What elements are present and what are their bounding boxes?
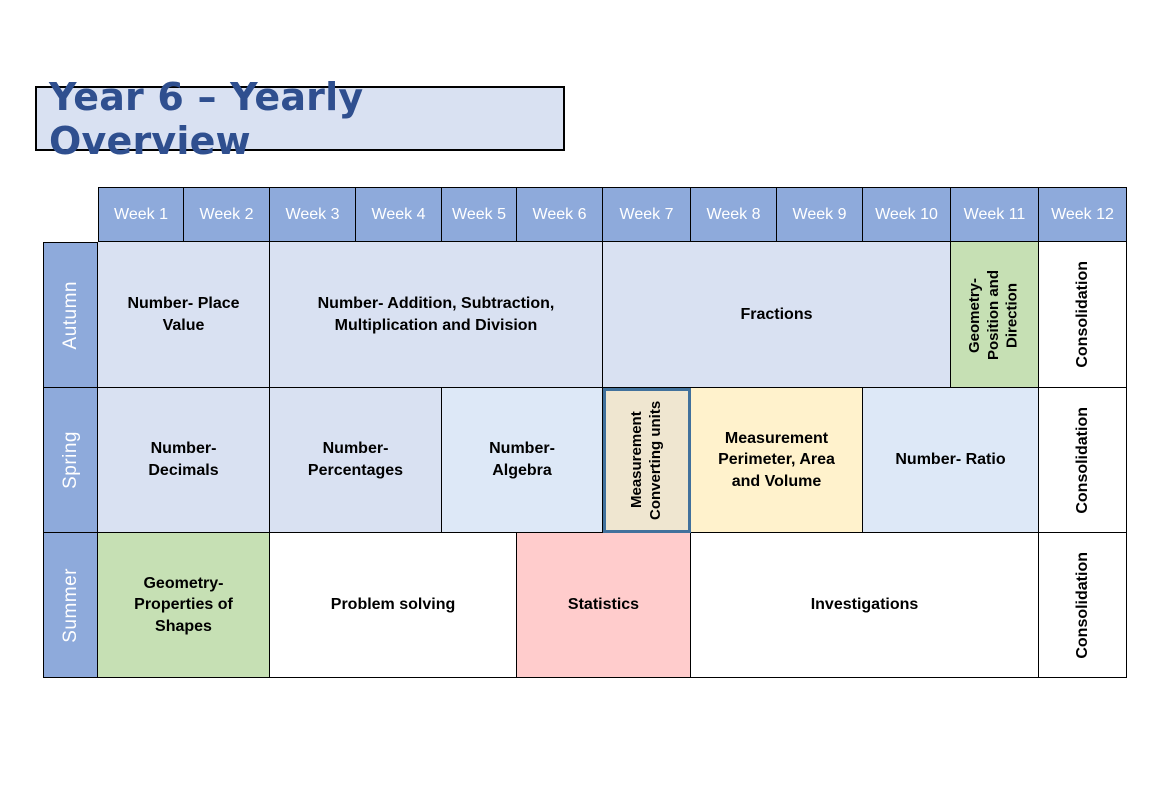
term-summer: Summer — [43, 533, 98, 678]
term-autumn-label: Autumn — [59, 280, 81, 350]
autumn-geometry-position: Geometry- Position and Direction — [951, 242, 1039, 388]
week-header-6: Week 6 — [517, 187, 603, 242]
autumn-geometry-position-label: Geometry- Position and Direction — [966, 269, 1021, 360]
week-header-1: Week 1 — [98, 187, 184, 242]
spring-ratio: Number- Ratio — [863, 388, 1039, 533]
summer-investigations: Investigations — [691, 533, 1039, 678]
spring-percentages: Number- Percentages — [270, 388, 442, 533]
autumn-fractions-label: Fractions — [740, 305, 813, 323]
autumn-place-value: Number- Place Value — [98, 242, 270, 388]
week-header-4: Week 4 — [356, 187, 442, 242]
week-header-2: Week 2 — [184, 187, 270, 242]
summer-problem-solving-label: Problem solving — [330, 596, 456, 614]
autumn-consolidation: Consolidation — [1039, 242, 1127, 388]
term-spring-label: Spring — [59, 431, 81, 489]
term-summer-label: Summer — [59, 567, 81, 643]
autumn-operations: Number- Addition, Subtraction, Multiplic… — [270, 242, 603, 388]
spring-decimals-label: Number- Decimals — [148, 440, 219, 479]
overview-grid: Week 1 Week 2 Week 3 Week 4 Week 5 Week … — [43, 187, 1128, 678]
spring-decimals: Number- Decimals — [98, 388, 270, 533]
term-autumn: Autumn — [43, 242, 98, 388]
title-box: Year 6 – Yearly Overview — [35, 75, 565, 163]
autumn-fractions: Fractions — [603, 242, 951, 388]
summer-consolidation-label: Consolidation — [1073, 551, 1091, 659]
summer-statistics-label: Statistics — [567, 596, 640, 614]
week-header-7: Week 7 — [603, 187, 691, 242]
week-header-3: Week 3 — [270, 187, 356, 242]
corner-blank — [43, 187, 98, 242]
autumn-operations-label: Number- Addition, Subtraction, Multiplic… — [317, 294, 555, 334]
week-header-10: Week 10 — [863, 187, 951, 242]
spring-consolidation-label: Consolidation — [1073, 406, 1091, 514]
term-spring: Spring — [43, 388, 98, 533]
summer-geometry-shapes: Geometry- Properties of Shapes — [98, 533, 270, 678]
spring-converting-units-label: Measurement Converting units — [627, 400, 664, 520]
spring-ratio-label: Number- Ratio — [895, 451, 1006, 469]
week-header-5: Week 5 — [442, 187, 517, 242]
spring-perimeter-area-volume-label: Measurement Perimeter, Area and Volume — [718, 429, 835, 490]
summer-geometry-shapes-label: Geometry- Properties of Shapes — [134, 574, 233, 635]
week-header-8: Week 8 — [691, 187, 777, 242]
spring-algebra-label: Number- Algebra — [489, 440, 555, 479]
autumn-place-value-label: Number- Place Value — [127, 294, 240, 334]
autumn-consolidation-label: Consolidation — [1073, 261, 1091, 368]
week-header-9: Week 9 — [777, 187, 863, 242]
spring-converting-units: Measurement Converting units — [603, 388, 691, 533]
summer-investigations-label: Investigations — [810, 596, 919, 614]
spring-perimeter-area-volume: Measurement Perimeter, Area and Volume — [691, 388, 863, 533]
spring-percentages-label: Number- Percentages — [307, 440, 404, 479]
week-header-12: Week 12 — [1039, 187, 1127, 242]
summer-statistics: Statistics — [517, 533, 691, 678]
spring-algebra: Number- Algebra — [442, 388, 603, 533]
spring-consolidation: Consolidation — [1039, 388, 1127, 533]
summer-consolidation: Consolidation — [1039, 533, 1127, 678]
page-title: Year 6 – Yearly Overview — [49, 74, 364, 163]
week-header-11: Week 11 — [951, 187, 1039, 242]
summer-problem-solving: Problem solving — [270, 533, 517, 678]
